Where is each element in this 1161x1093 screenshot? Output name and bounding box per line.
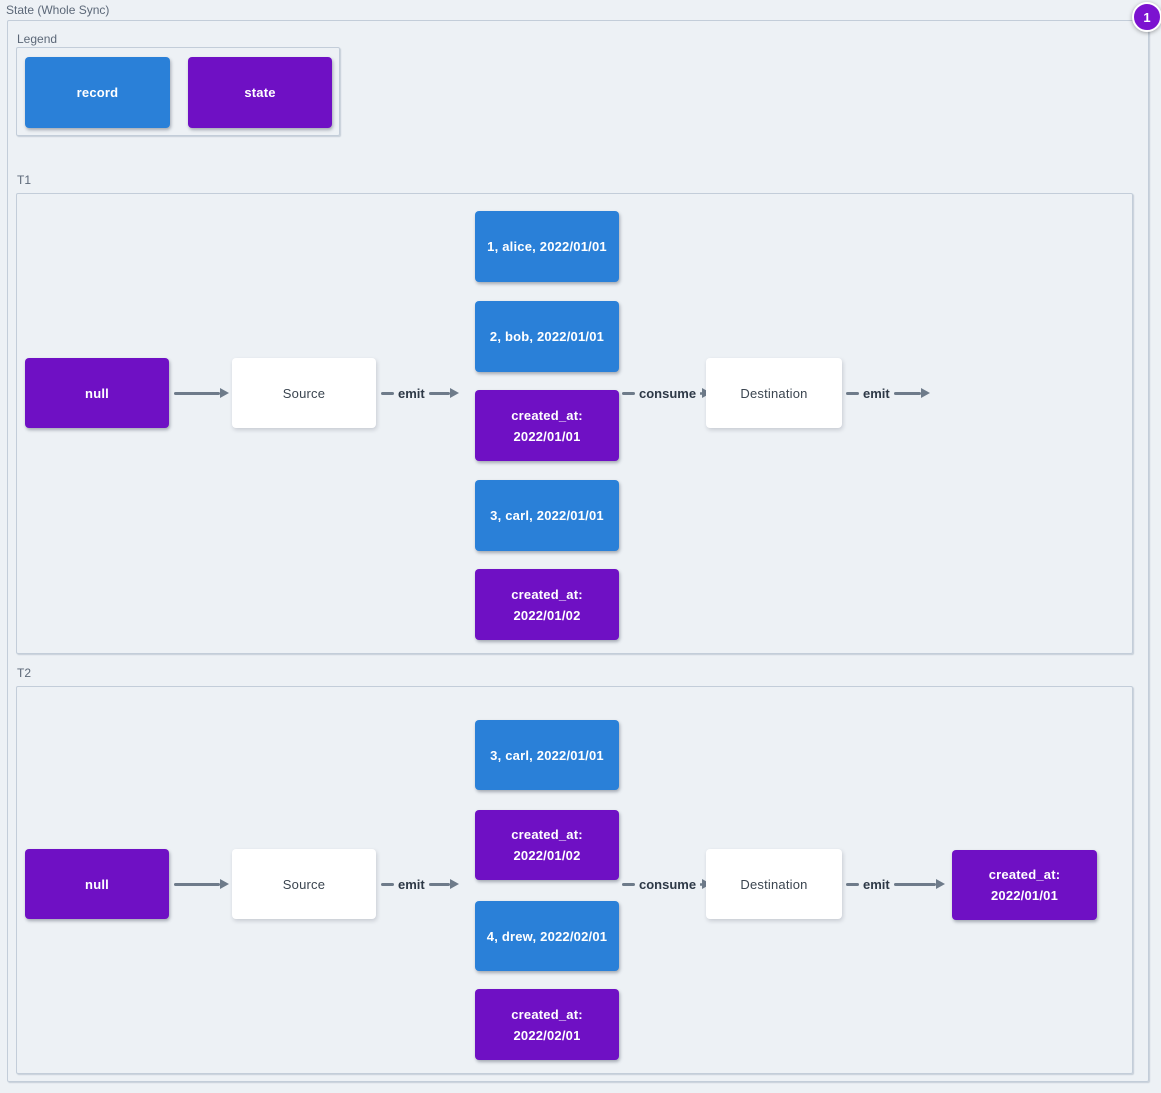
state-text-line1: created_at: — [511, 407, 583, 423]
t2-source-node: Source — [232, 849, 376, 919]
state-text-line2: 2022/01/01 — [990, 888, 1059, 903]
state-text-line2: 2022/01/02 — [513, 607, 581, 623]
t1-record-alice: 1, alice, 2022/01/01 — [475, 211, 619, 282]
arrow-line — [700, 882, 703, 886]
arrow-line — [622, 391, 635, 395]
state-text-line1: created_at: — [511, 1006, 583, 1022]
arrowhead-icon — [220, 388, 229, 398]
t2-state-20220201: created_at: 2022/02/01 — [475, 989, 619, 1060]
state-text-line2: 2022/01/01 — [513, 428, 581, 444]
legend-state-node: state — [188, 57, 332, 128]
t1-record-carl: 3, carl, 2022/01/01 — [475, 480, 619, 551]
t2-null-label: null — [85, 876, 109, 892]
t2-output-state-node: created_at: 2022/01/01 — [952, 850, 1097, 920]
t2-destination-label: Destination — [740, 876, 808, 892]
record-text: 4, drew, 2022/02/01 — [486, 928, 608, 944]
legend-state-label: state — [244, 85, 276, 100]
arrow-line — [381, 391, 394, 395]
state-text-line2: 2022/02/01 — [513, 1027, 581, 1043]
t1-destination-label: Destination — [740, 385, 808, 401]
arrow-line — [174, 882, 220, 886]
record-text: 3, carl, 2022/01/01 — [490, 747, 604, 763]
t1-null-label: null — [85, 385, 109, 401]
t1-label: T1 — [17, 173, 32, 187]
t1-arrow-null-source — [174, 383, 229, 403]
t2-null-node: null — [25, 849, 169, 919]
t1-source-node: Source — [232, 358, 376, 428]
arrow-line — [700, 391, 703, 395]
arrowhead-icon — [936, 879, 945, 889]
t1-state-20220101: created_at: 2022/01/01 — [475, 390, 619, 461]
t1-record-bob: 2, bob, 2022/01/01 — [475, 301, 619, 372]
legend-group — [16, 47, 340, 136]
page-title: State (Whole Sync) — [6, 3, 110, 17]
arrowhead-icon — [921, 388, 930, 398]
legend-record-node: record — [25, 57, 170, 128]
t2-emit-out-edge: emit — [846, 874, 945, 894]
record-text: 2, bob, 2022/01/01 — [489, 329, 605, 344]
t1-null-node: null — [25, 358, 169, 428]
t2-emit-in-edge: emit — [381, 874, 459, 894]
t2-group — [16, 686, 1133, 1074]
t2-destination-node: Destination — [706, 849, 842, 919]
t2-source-label: Source — [282, 876, 326, 892]
arrow-line — [174, 391, 220, 395]
t1-group — [16, 193, 1133, 654]
arrow-line — [893, 391, 921, 395]
t2-state-20220102: created_at: 2022/01/02 — [475, 810, 619, 880]
annotation-badge: 1 — [1132, 2, 1161, 32]
t1-emit-in-label: emit — [398, 385, 425, 401]
arrow-line — [428, 391, 450, 395]
arrowhead-icon — [450, 879, 459, 889]
arrow-line — [428, 882, 450, 886]
t2-consume-label: consume — [639, 876, 697, 892]
arrow-line — [893, 882, 936, 886]
arrowhead-icon — [450, 388, 459, 398]
arrow-line — [622, 882, 635, 886]
t1-state-20220102: created_at: 2022/01/02 — [475, 569, 619, 640]
t1-consume-label: consume — [639, 385, 697, 401]
record-text: 3, carl, 2022/01/01 — [490, 508, 604, 523]
state-text-line2: 2022/01/02 — [513, 848, 581, 863]
t2-arrow-null-source — [174, 874, 229, 894]
legend-record-label: record — [76, 85, 119, 100]
arrow-line — [846, 391, 859, 395]
t2-label: T2 — [17, 666, 32, 680]
state-text-line1: created_at: — [511, 586, 583, 602]
t2-consume-edge: consume — [622, 874, 712, 894]
state-whole-sync-group — [7, 20, 1149, 1082]
state-text-line1: created_at: — [988, 867, 1061, 882]
t2-emit-out-label: emit — [863, 876, 890, 892]
t2-record-drew: 4, drew, 2022/02/01 — [475, 901, 619, 971]
t1-destination-node: Destination — [706, 358, 842, 428]
t1-emit-in-edge: emit — [381, 383, 459, 403]
t2-record-carl: 3, carl, 2022/01/01 — [475, 720, 619, 790]
t1-consume-edge: consume — [622, 383, 712, 403]
arrow-line — [381, 882, 394, 886]
t1-emit-out-edge: emit — [846, 383, 930, 403]
arrowhead-icon — [220, 879, 229, 889]
legend-label: Legend — [17, 32, 58, 46]
t2-emit-in-label: emit — [398, 876, 425, 892]
arrow-line — [846, 882, 859, 886]
t1-source-label: Source — [282, 385, 326, 401]
record-text: 1, alice, 2022/01/01 — [487, 239, 607, 254]
t1-emit-out-label: emit — [863, 385, 890, 401]
state-text-line1: created_at: — [511, 827, 583, 842]
